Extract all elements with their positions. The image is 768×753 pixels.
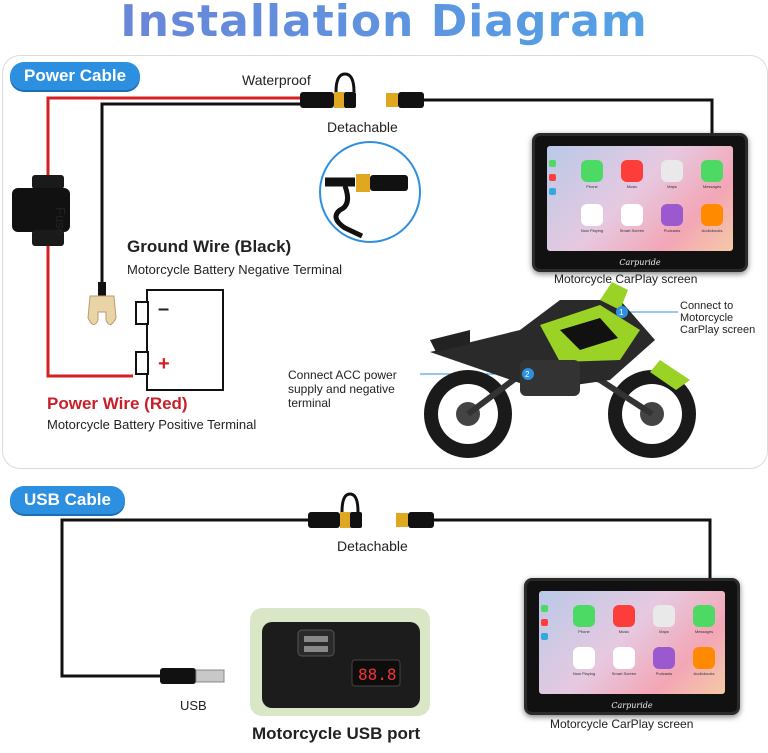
now-playing-app-icon bbox=[573, 647, 595, 669]
smart-screen-app-icon bbox=[613, 647, 635, 669]
app-label: Maps bbox=[659, 629, 669, 634]
app-label: Phone bbox=[586, 184, 598, 189]
app-label: Now Playing bbox=[572, 671, 596, 676]
carplay-screen-bottom: Phone Music Maps Messages Now Playing Sm… bbox=[524, 578, 740, 715]
fuse-label: Fuse bbox=[53, 207, 68, 236]
messages-app-icon bbox=[701, 160, 723, 182]
app-label: Maps bbox=[667, 184, 677, 189]
now-playing-app-icon bbox=[581, 204, 603, 226]
sidebar-maps-icon bbox=[541, 633, 548, 640]
audiobooks-app-icon bbox=[701, 204, 723, 226]
usb-cable-left bbox=[60, 518, 308, 678]
power-cable-tag: Power Cable bbox=[10, 62, 141, 90]
phone-app-icon bbox=[581, 160, 603, 182]
sidebar-phone-icon bbox=[541, 605, 548, 612]
podcasts-app-icon bbox=[653, 647, 675, 669]
phone-app-icon bbox=[573, 605, 595, 627]
smart-screen-app-icon bbox=[621, 204, 643, 226]
music-app-icon bbox=[613, 605, 635, 627]
app-label: Messages bbox=[702, 184, 722, 189]
page-title: Installation Diagram bbox=[0, 0, 768, 47]
battery bbox=[135, 289, 224, 391]
ground-wire-title: Ground Wire (Black) bbox=[127, 237, 292, 256]
screen-brand-logo: Carpuride bbox=[611, 701, 653, 710]
usb-port-photo bbox=[250, 608, 430, 716]
app-label: Podcasts bbox=[655, 671, 673, 676]
usb-cable-right bbox=[434, 518, 712, 580]
power-wire-title: Power Wire (Red) bbox=[47, 394, 188, 413]
detachable-connector-usb-left bbox=[308, 492, 362, 528]
red-power-wire-lower bbox=[46, 245, 133, 378]
power-wire-subtitle: Motorcycle Battery Positive Terminal bbox=[47, 417, 257, 432]
battery-plus-label: + bbox=[158, 353, 170, 375]
connector-detail-circle bbox=[319, 141, 421, 243]
carplay-home-screen: Phone Music Maps Messages Now Playing Sm… bbox=[547, 146, 733, 251]
marker-2: 2 bbox=[525, 370, 530, 379]
app-label: Now Playing bbox=[580, 228, 604, 233]
app-label: Music bbox=[626, 184, 638, 189]
podcasts-app-icon bbox=[661, 204, 683, 226]
screen-cable-top bbox=[424, 98, 714, 135]
fuse-holder bbox=[12, 175, 70, 246]
app-label: Messages bbox=[694, 629, 714, 634]
ring-terminal bbox=[87, 282, 117, 325]
usb-plug bbox=[160, 668, 225, 684]
detachable-label-usb: Detachable bbox=[337, 538, 408, 554]
maps-app-icon bbox=[653, 605, 675, 627]
maps-app-icon bbox=[661, 160, 683, 182]
app-label: Audiobooks bbox=[693, 671, 715, 676]
messages-app-icon bbox=[693, 605, 715, 627]
black-ground-wire bbox=[100, 102, 300, 282]
usb-label: USB bbox=[180, 698, 207, 713]
sidebar-phone-icon bbox=[549, 160, 556, 167]
waterproof-connector-left bbox=[300, 72, 356, 108]
app-label: Smart Screen bbox=[619, 228, 645, 233]
app-label: Podcasts bbox=[663, 228, 681, 233]
sidebar-music-icon bbox=[549, 174, 556, 181]
music-app-icon bbox=[621, 160, 643, 182]
screen-caption-bottom: Motorcycle CarPlay screen bbox=[550, 717, 694, 731]
carplay-home-screen: Phone Music Maps Messages Now Playing Sm… bbox=[539, 591, 725, 694]
usb-port-caption: Motorcycle USB port bbox=[252, 724, 421, 743]
ground-wire-subtitle: Motorcycle Battery Negative Terminal bbox=[127, 262, 343, 277]
audiobooks-app-icon bbox=[693, 647, 715, 669]
app-label: Smart Screen bbox=[611, 671, 637, 676]
motorcycle-image bbox=[424, 282, 696, 458]
screen-caption-top: Motorcycle CarPlay screen bbox=[554, 272, 698, 286]
detachable-connector-usb-right bbox=[396, 512, 434, 528]
app-label: Audiobooks bbox=[701, 228, 723, 233]
battery-minus-label: – bbox=[158, 298, 170, 320]
red-power-wire bbox=[46, 96, 300, 180]
sidebar-music-icon bbox=[541, 619, 548, 626]
detachable-label: Detachable bbox=[327, 119, 398, 135]
app-label: Phone bbox=[578, 629, 590, 634]
usb-voltage-readout: 88.8 bbox=[358, 665, 397, 684]
waterproof-label: Waterproof bbox=[242, 72, 311, 88]
carplay-screen-top: Phone Music Maps Messages Now Playing Sm… bbox=[532, 133, 748, 272]
waterproof-connector-right bbox=[386, 92, 424, 108]
app-label: Music bbox=[618, 629, 630, 634]
screen-brand-logo: Carpuride bbox=[619, 258, 661, 267]
usb-cable-tag: USB Cable bbox=[10, 486, 125, 514]
marker-1: 1 bbox=[619, 308, 624, 317]
sidebar-maps-icon bbox=[549, 188, 556, 195]
